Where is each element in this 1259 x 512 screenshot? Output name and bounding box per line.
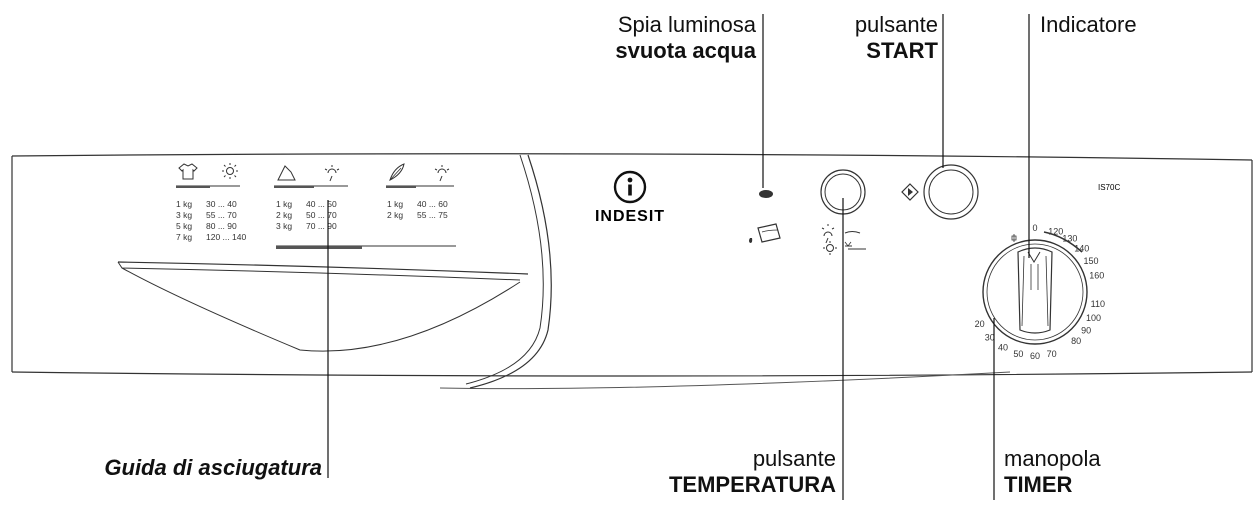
- guide-weight: 7 kg: [176, 232, 192, 242]
- drain-warning-light: [759, 190, 773, 198]
- guide-weight: 1 kg: [176, 199, 192, 209]
- dial-number: 90: [1081, 326, 1091, 336]
- guide-weight: 1 kg: [387, 199, 403, 209]
- drying-guide-callout: Guida di asciugatura: [60, 455, 322, 481]
- guide-minutes: 70 ... 90: [306, 221, 337, 231]
- model-label: IS70C: [1098, 183, 1120, 192]
- timer-knob-callout: manopola TIMER: [1004, 446, 1101, 498]
- guide-weight: 2 kg: [387, 210, 403, 220]
- drain-light-label-line1: Spia luminosa: [617, 12, 756, 37]
- cooldown-icon: [1011, 234, 1017, 242]
- timer-range-arc: [1043, 231, 1083, 253]
- feather-icon: [389, 163, 405, 181]
- guide-minutes: 55 ... 75: [417, 210, 448, 220]
- dial-number: 130: [1062, 233, 1077, 243]
- dial-number: 110: [1091, 299, 1105, 309]
- dial-number: 50: [1013, 349, 1023, 359]
- guide-minutes: 120 ... 140: [206, 232, 246, 242]
- dial-number: 120: [1048, 227, 1063, 237]
- drain-light-callout: Spia luminosa svuota acqua: [560, 12, 756, 64]
- indicator-callout: Indicatore: [1040, 12, 1137, 38]
- timer-knob[interactable]: [982, 239, 1088, 345]
- indicator-label: Indicatore: [1040, 12, 1137, 37]
- start-label-line1: pulsante: [854, 12, 938, 37]
- door-handle-area: [117, 154, 552, 389]
- dial-number: 140: [1074, 243, 1089, 253]
- drying-guide-label: Guida di asciugatura: [104, 455, 322, 480]
- guide-minutes: 55 ... 70: [206, 210, 237, 220]
- dial-number: 20: [975, 319, 985, 329]
- timer-label-line1: manopola: [1004, 446, 1101, 471]
- guide-weight: 3 kg: [176, 210, 192, 220]
- brand-name: INDESIT: [595, 208, 665, 225]
- shirt-icon: [178, 163, 198, 180]
- temperature-label-line1: pulsante: [752, 446, 836, 471]
- water-container-icon: [749, 223, 781, 243]
- leader-lines: [327, 14, 1030, 500]
- dial-number: 150: [1083, 256, 1098, 266]
- drying-guide-table: 1 kg 30 ... 40 3 kg 55 ... 70 5 kg 80 ... 90 7…: [176, 163, 456, 249]
- guide-minutes: 80 ... 90: [206, 221, 237, 231]
- timer-label-line2: TIMER: [1004, 472, 1073, 497]
- dial-number: 40: [998, 342, 1008, 352]
- guide-minutes: 50 ... 70: [306, 210, 337, 220]
- start-label-line2: START: [866, 38, 938, 63]
- guide-weight: 2 kg: [276, 210, 292, 220]
- dial-number: 30: [985, 332, 995, 342]
- temperature-symbols: [821, 224, 866, 255]
- guide-weight: 5 kg: [176, 221, 192, 231]
- dial-number: 0: [1032, 223, 1037, 233]
- guide-weight: 1 kg: [276, 199, 292, 209]
- sun-icon: [222, 163, 238, 179]
- guide-minutes: 30 ... 40: [206, 199, 237, 209]
- temperature-label-line2: TEMPERATURA: [668, 472, 836, 497]
- dial-number: 100: [1086, 313, 1101, 323]
- guide-minutes: 40 ... 60: [417, 199, 448, 209]
- dial-number: 160: [1089, 270, 1104, 280]
- start-button[interactable]: [923, 164, 979, 220]
- temperature-button-callout: pulsante TEMPERATURA: [600, 446, 836, 498]
- guide-minutes: 40 ... 50: [306, 199, 337, 209]
- dial-number: 80: [1071, 336, 1081, 346]
- dial-number: 60: [1030, 351, 1040, 361]
- start-icon: [901, 183, 919, 201]
- drain-light-label-line2: svuota acqua: [615, 38, 756, 63]
- half-sun-icon: [434, 165, 450, 182]
- dial-number: 70: [1047, 349, 1057, 359]
- indesit-logo: INDESIT: [595, 170, 665, 225]
- fabric-icon: [277, 165, 296, 181]
- half-sun-icon: [324, 165, 340, 182]
- guide-weight: 3 kg: [276, 221, 292, 231]
- start-button-callout: pulsante START: [780, 12, 938, 64]
